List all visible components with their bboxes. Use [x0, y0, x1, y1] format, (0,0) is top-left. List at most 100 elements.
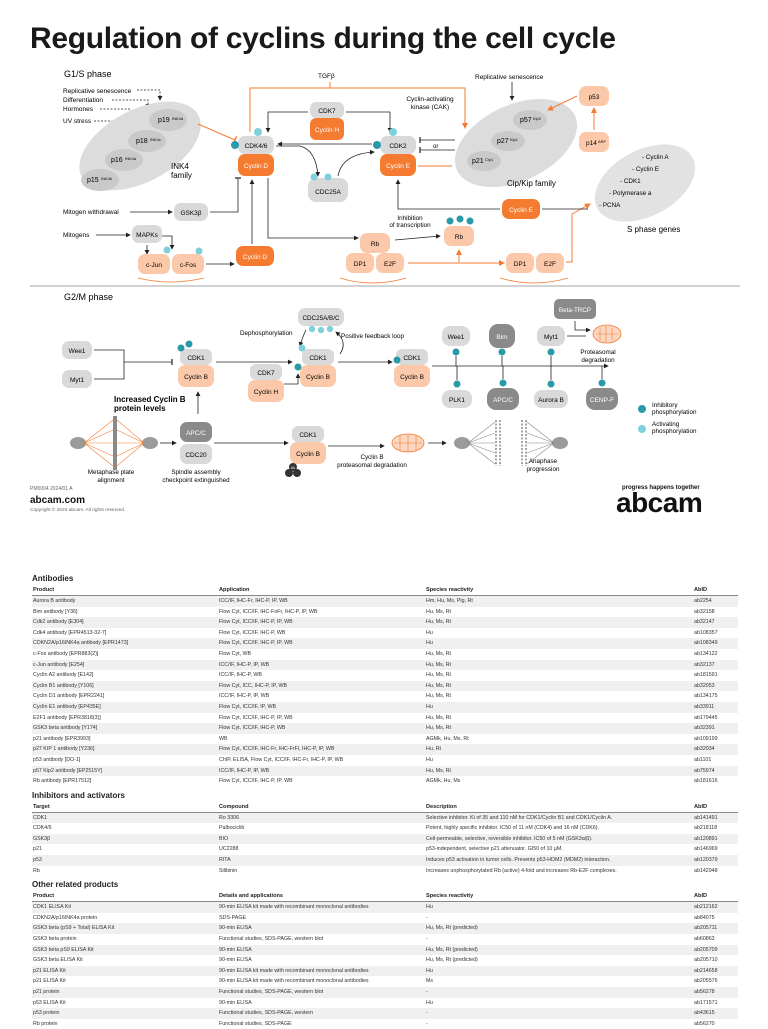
antibodies-header-product: Product	[32, 586, 218, 596]
table-cell[interactable]: ab32158	[694, 608, 715, 615]
table-cell[interactable]: ab120891	[693, 833, 738, 845]
table-cell[interactable]: ab205709	[693, 944, 738, 956]
table-cell[interactable]: ab56278	[693, 987, 738, 998]
antibody-row: E2F1 antibody [EPR3818(3)]Flow Cyt, ICC/…	[32, 713, 738, 724]
other-header-abid: AbID	[693, 892, 738, 903]
table-cell[interactable]: ab179445	[694, 714, 718, 721]
antibody-row: GSK3 beta antibody [Y174]Flow Cyt, ICC/I…	[32, 723, 738, 734]
table-cell[interactable]: ab75974	[693, 765, 738, 777]
table-cell[interactable]: ab171571	[694, 999, 718, 1006]
table-cell[interactable]: ab205576	[694, 978, 718, 985]
cdc25a-node	[308, 178, 348, 202]
table-cell[interactable]: ab32034	[693, 744, 738, 755]
other-products-table: Product Details and applications Species…	[32, 892, 738, 1029]
table-cell: CDK4/6	[33, 825, 52, 832]
table-cell[interactable]: ab2254	[693, 595, 738, 607]
table-cell[interactable]: ab32053	[693, 680, 738, 692]
table-cell[interactable]: ab32147	[693, 617, 738, 628]
table-cell: Hu, Ms, Rt	[426, 672, 452, 679]
rb-label: Rb	[371, 241, 380, 248]
cyclin-h-node	[310, 118, 344, 140]
table-cell[interactable]: ab218118	[694, 825, 718, 832]
plk1-node	[442, 390, 472, 408]
table-cell: 90-min ELISA kit made with recombinant m…	[218, 965, 425, 977]
cyclin-d-lower-node	[236, 246, 274, 266]
table-cell[interactable]: ab120379	[693, 855, 738, 866]
table-cell[interactable]: ab205711	[693, 923, 738, 935]
p19-label: p19	[158, 117, 170, 124]
table-cell: Hu	[426, 999, 433, 1006]
table-cell[interactable]: ab214658	[693, 965, 738, 977]
cdk1-ub-label: CDK1	[299, 432, 317, 439]
table-cell[interactable]: ab43615	[693, 1008, 738, 1019]
table-cell[interactable]: ab134175	[694, 693, 718, 700]
table-cell[interactable]: ab181616	[694, 778, 718, 785]
e2f-node	[376, 253, 404, 273]
table-cell: 90-min ELISA kit made with recombinant m…	[219, 978, 369, 985]
table-cell[interactable]: ab134122	[694, 650, 718, 657]
table-cell: GSK3 beta (pS9 + Total) ELISA Kit	[32, 923, 218, 935]
s-gene-3: - Polymerase a	[609, 190, 652, 197]
table-cell: Cdk4 antibody [EPR4513-32-7]	[33, 629, 107, 636]
product-tables: Antibodies Product Application Species r…	[32, 571, 738, 1029]
table-cell[interactable]: ab141491	[693, 812, 738, 824]
table-cell[interactable]: ab60863	[694, 936, 715, 943]
table-cell: ICC/IF, IHC-P, IP, WB	[218, 659, 425, 671]
cyclin-b-mid-label: Cyclin B	[306, 374, 330, 381]
cyclin-e-lower-node	[502, 199, 540, 219]
dp1-node	[346, 253, 374, 273]
cdc20-node	[180, 444, 212, 464]
table-cell: ICC/IF, IHC-Fr, IHC-P, IP, WB	[218, 595, 425, 607]
stimulus-replicative-senescence: Replicative senescence	[63, 88, 132, 95]
table-cell: Cyclin A2 antibody [E142]	[33, 672, 94, 679]
stimulus-uv-stress: UV stress	[63, 118, 92, 125]
ubiquitin-icon: Ub	[285, 463, 301, 477]
table-cell: Flow Cyt, ICC, IHC-P, IP, WB	[218, 680, 425, 692]
table-cell: Functional studies, SDS-PAGE, western bl…	[219, 936, 324, 943]
mapks-label: MAPKs	[136, 232, 158, 239]
s-gene-4: - PCNA	[599, 202, 621, 209]
table-cell: SDS-PAGE	[219, 914, 246, 921]
table-cell[interactable]: ab1101	[694, 756, 712, 763]
table-cell: Hu, Ms, Rt	[426, 608, 452, 615]
table-cell[interactable]: ab84075	[694, 914, 715, 921]
table-cell: Flow Cyt, WB	[219, 650, 252, 657]
table-cell: Induces p53 activation in tumor cells. P…	[425, 855, 693, 866]
footer-brand-link[interactable]: abcam.com	[30, 495, 85, 506]
table-cell[interactable]: ab146969	[694, 846, 718, 853]
rb-phospho-label: Rb	[455, 234, 464, 241]
antibodies-header-application: Application	[218, 586, 425, 596]
table-cell[interactable]: ab32137	[693, 659, 738, 671]
table-cell[interactable]: ab142948	[694, 867, 718, 874]
table-cell: CDK1	[32, 812, 218, 824]
ub-label: Ub	[291, 466, 296, 470]
table-cell: Flow Cyt, ICC/IF, IHC-P, IP, WB	[219, 778, 293, 785]
table-cell[interactable]: ab109199	[694, 735, 718, 742]
table-cell[interactable]: ab32391	[693, 723, 738, 734]
antibody-row: CDKN2A/p16INK4a antibody [EPR1473]Flow C…	[32, 638, 738, 649]
s-phase-genes-label: S phase genes	[627, 225, 680, 234]
s-gene-2: - CDK1	[620, 178, 641, 185]
table-cell[interactable]: ab205710	[694, 957, 718, 964]
table-cell: 90-min ELISA	[218, 923, 425, 935]
table-cell[interactable]: ab33911	[693, 701, 738, 713]
table-cell[interactable]: ab108357	[694, 629, 718, 636]
cjun-node	[138, 254, 170, 274]
table-cell[interactable]: ab181591	[694, 672, 718, 679]
cdk7-g2m-node	[250, 364, 282, 380]
cdk7-node	[310, 102, 344, 118]
table-cell[interactable]: ab212162	[693, 901, 738, 913]
table-cell: Rb antibody [EPR17512]	[33, 778, 92, 785]
p15-sup: INK4b	[101, 176, 113, 181]
p16-label: p16	[111, 157, 123, 164]
table-cell: Hu, Ms, Rt	[425, 723, 693, 734]
p14-node	[579, 132, 609, 152]
table-cell[interactable]: ab108349	[693, 638, 738, 649]
